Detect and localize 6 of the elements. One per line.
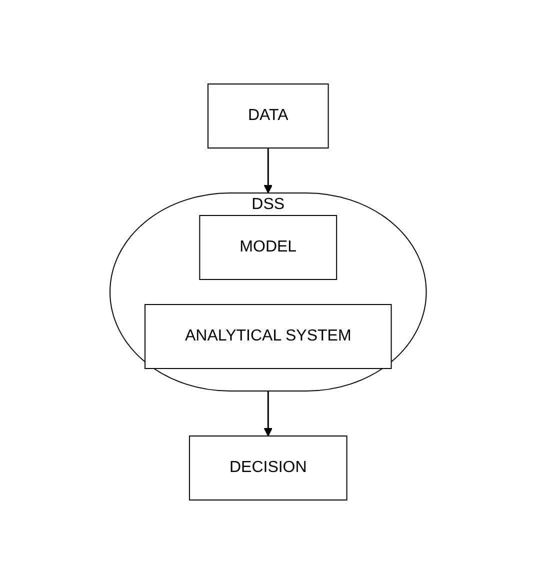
arrow [264, 390, 273, 436]
node-box: ANALYTICAL SYSTEM [144, 304, 392, 368]
arrow [264, 148, 273, 193]
node-box: DATA [208, 83, 330, 148]
node-box: MODEL [200, 214, 338, 280]
node-box: DECISION [189, 435, 348, 500]
